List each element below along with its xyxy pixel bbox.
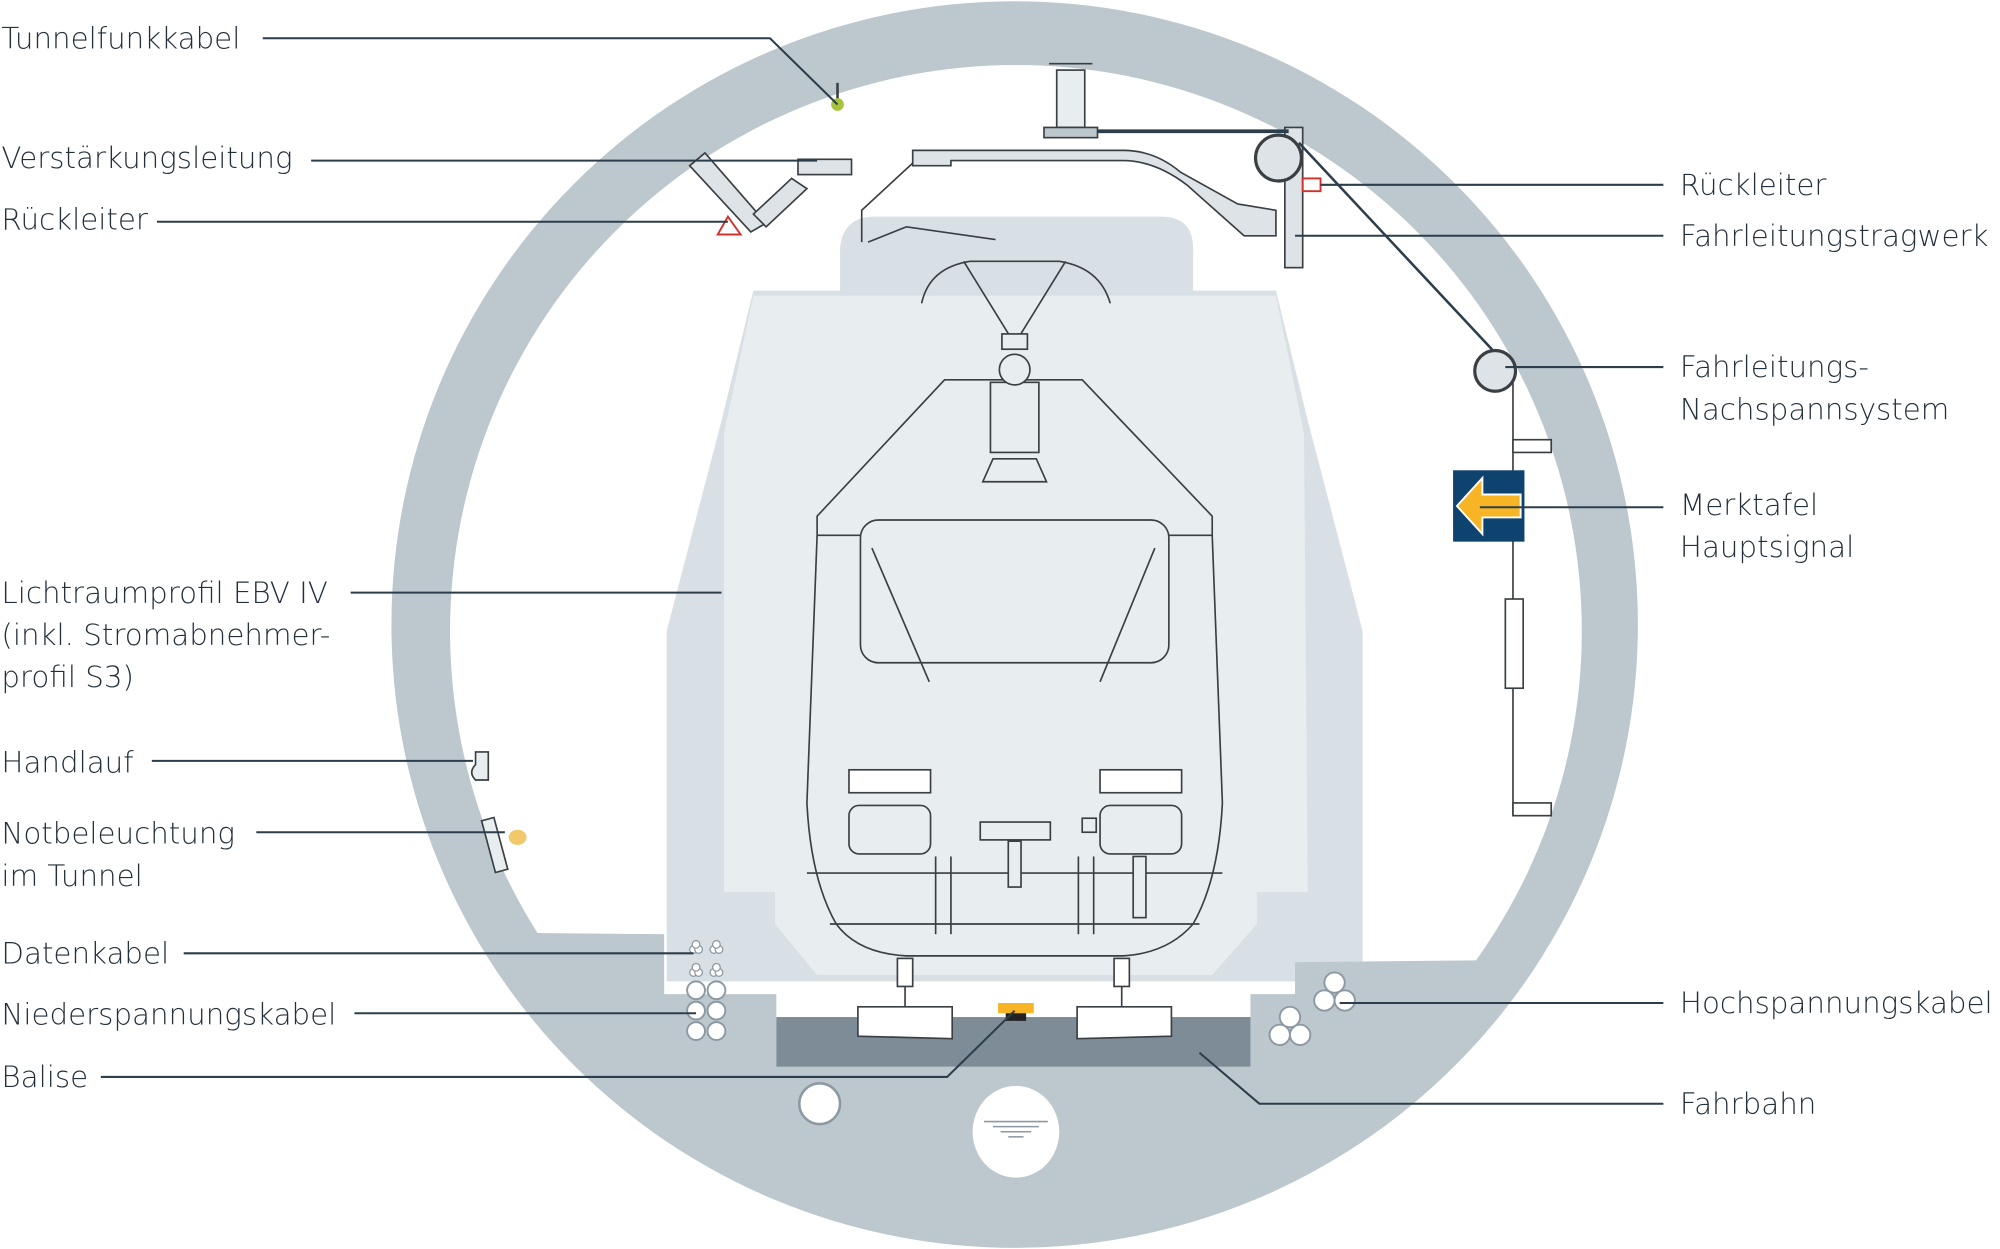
sleeper-right: [1076, 957, 1173, 1040]
track-bed: [776, 1017, 1251, 1067]
label-nachspannsystem-line2: Nachspannsystem: [1680, 392, 1949, 426]
label-handlauf: Handlauf: [1, 745, 134, 779]
headlight-left: [848, 768, 932, 794]
label-fahrbahn: Fahrbahn: [1680, 1087, 1816, 1121]
headlight-right: [1099, 768, 1183, 794]
label-fahrleitungstragwerk: Fahrleitungstragwerk: [1680, 219, 1989, 253]
pantograph: [920, 260, 1112, 386]
label-rueckleiter-left: Rückleiter: [1, 202, 148, 236]
main-signal-marker-board: [1453, 470, 1525, 542]
water-level-icon: [984, 1120, 1048, 1138]
label-notbeleuchtung-line2: im Tunnel: [1, 859, 142, 893]
windshield: [859, 519, 1170, 664]
label-niederspannungskabel: Niederspannungskabel: [1, 998, 336, 1032]
label-merktafel-line2: Hauptsignal: [1680, 530, 1854, 564]
tensioning-wheel: [1473, 348, 1518, 393]
label-hochspannungskabel: Hochspannungskabel: [1680, 986, 1993, 1020]
label-lichtraumprofil-line2: (inkl. Stromabnehmer-: [1, 618, 330, 652]
label-verstaerkungsleitung: Verstärkungsleitung: [1, 141, 292, 175]
reinforcement-line-bracket: [688, 151, 853, 236]
leader-lines: [100, 37, 1664, 1105]
return-conductor-left: [716, 214, 743, 236]
label-rueckleiter-right: Rückleiter: [1680, 168, 1827, 202]
overhead-line-structure: [860, 62, 1553, 817]
label-lichtraumprofil-line1: Lichtraumprofil EBV IV: [1, 576, 327, 610]
train-front: [806, 378, 1224, 957]
label-balise: Balise: [1, 1060, 88, 1094]
data-cables: [689, 939, 724, 977]
label-tunnelfunkkabel: Tunnelfunkkabel: [1, 21, 240, 55]
label-notbeleuchtung-line1: Notbeleuchtung: [1, 817, 235, 851]
low-voltage-cables: [686, 980, 727, 1041]
label-lichtraumprofil-line3: profil S3): [1, 660, 134, 694]
label-merktafel-line1: Merktafel: [1680, 488, 1818, 522]
label-datenkabel: Datenkabel: [1, 937, 169, 971]
handrail-icon: [470, 751, 490, 781]
balise-icon: [998, 1003, 1034, 1021]
sleeper-left: [857, 957, 954, 1040]
cable-duct: [797, 1082, 842, 1126]
high-voltage-cables: [1268, 971, 1356, 1047]
label-nachspannsystem-line1: Fahrleitungs-: [1680, 350, 1869, 384]
